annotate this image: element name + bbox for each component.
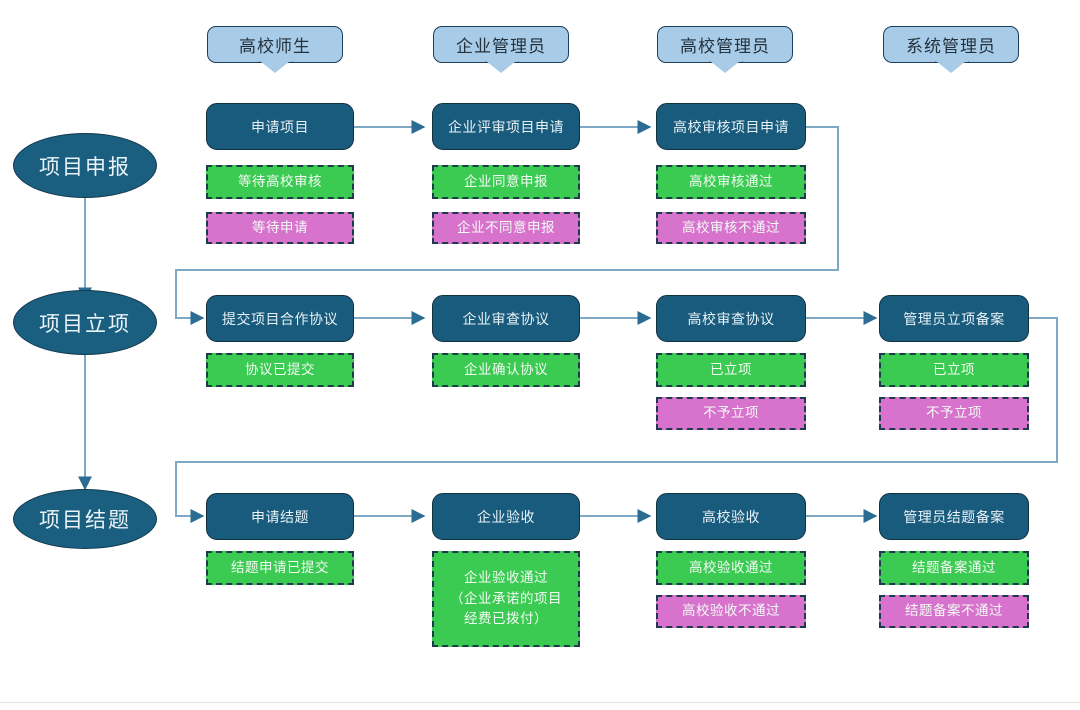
status-box-r1c1-0[interactable]: 企业确认协议	[432, 353, 580, 387]
status-label: 企业同意申报	[464, 173, 548, 189]
status-label: 企业验收通过 （企业承诺的项目 经费已拨付）	[450, 569, 562, 627]
status-box-r0c2-0[interactable]: 高校审核通过	[656, 165, 806, 199]
status-box-r0c0-0[interactable]: 等待高校审核	[206, 165, 354, 199]
process-label: 高校审核项目申请	[673, 118, 789, 135]
process-label: 高校验收	[702, 508, 760, 525]
status-box-r2c2-1[interactable]: 高校验收不通过	[656, 595, 806, 628]
status-box-r0c2-1[interactable]: 高校审核不通过	[656, 212, 806, 244]
role-header-2: 高校管理员	[657, 26, 793, 75]
status-label: 协议已提交	[245, 361, 315, 377]
process-label: 企业验收	[477, 508, 535, 525]
status-box-r2c3-0[interactable]: 结题备案通过	[879, 551, 1029, 585]
stage-node-0: 项目申报	[13, 133, 157, 198]
status-label: 高校审核通过	[689, 173, 773, 189]
status-label: 已立项	[710, 361, 752, 377]
status-box-r2c3-1[interactable]: 结题备案不通过	[879, 595, 1029, 628]
status-box-r0c1-1[interactable]: 企业不同意申报	[432, 212, 580, 244]
status-label: 高校验收不通过	[682, 603, 780, 619]
process-box-r2c3[interactable]: 管理员结题备案	[879, 493, 1029, 540]
process-box-r2c0[interactable]: 申请结题	[206, 493, 354, 540]
status-box-r0c1-0[interactable]: 企业同意申报	[432, 165, 580, 199]
process-label: 申请结题	[251, 508, 309, 525]
process-label: 高校审查协议	[687, 310, 775, 327]
process-label: 提交项目合作协议	[222, 310, 338, 327]
status-label: 企业确认协议	[464, 361, 548, 377]
process-box-r1c0[interactable]: 提交项目合作协议	[206, 295, 354, 342]
status-label: 高校审核不通过	[682, 219, 780, 235]
process-box-r1c3[interactable]: 管理员立项备案	[879, 295, 1029, 342]
stage-node-2: 项目结题	[13, 489, 157, 549]
status-label: 已立项	[933, 361, 975, 377]
bubble-tail-outline-icon	[709, 61, 743, 75]
status-label: 结题申请已提交	[231, 559, 329, 575]
stage-node-1: 项目立项	[13, 290, 157, 355]
bubble-tail-outline-icon	[485, 61, 519, 75]
process-box-r2c2[interactable]: 高校验收	[656, 493, 806, 540]
process-label: 申请项目	[251, 118, 309, 135]
process-label: 管理员结题备案	[903, 508, 1005, 525]
role-header-label: 系统管理员	[906, 37, 996, 56]
status-label: 等待高校审核	[238, 173, 322, 189]
stage-label: 项目结题	[39, 509, 131, 532]
process-box-r2c1[interactable]: 企业验收	[432, 493, 580, 540]
role-header-1: 企业管理员	[433, 26, 569, 75]
process-box-r0c2[interactable]: 高校审核项目申请	[656, 103, 806, 150]
role-header-label: 企业管理员	[456, 37, 546, 56]
process-label: 企业评审项目申请	[448, 118, 564, 135]
status-box-r1c0-0[interactable]: 协议已提交	[206, 353, 354, 387]
process-box-r1c2[interactable]: 高校审查协议	[656, 295, 806, 342]
bubble-tail-outline-icon	[935, 61, 969, 75]
process-label: 管理员立项备案	[903, 310, 1005, 327]
status-label: 高校验收通过	[689, 559, 773, 575]
status-box-r0c0-1[interactable]: 等待申请	[206, 212, 354, 244]
role-header-3: 系统管理员	[883, 26, 1019, 75]
stage-label: 项目申报	[39, 155, 131, 179]
status-label: 企业不同意申报	[457, 219, 555, 235]
process-box-r0c1[interactable]: 企业评审项目申请	[432, 103, 580, 150]
status-label: 结题备案不通过	[905, 603, 1003, 619]
status-box-r1c3-0[interactable]: 已立项	[879, 353, 1029, 387]
bottom-divider	[0, 702, 1080, 703]
process-box-r0c0[interactable]: 申请项目	[206, 103, 354, 150]
status-box-r2c0-0[interactable]: 结题申请已提交	[206, 551, 354, 585]
status-box-r1c2-1[interactable]: 不予立项	[656, 397, 806, 430]
status-label: 结题备案通过	[912, 559, 996, 575]
role-header-label: 高校师生	[239, 37, 311, 56]
stage-label: 项目立项	[39, 312, 131, 336]
process-box-r1c1[interactable]: 企业审查协议	[432, 295, 580, 342]
role-header-label: 高校管理员	[680, 37, 770, 56]
bubble-tail-outline-icon	[259, 61, 293, 75]
status-box-r1c3-1[interactable]: 不予立项	[879, 397, 1029, 430]
process-label: 企业审查协议	[462, 310, 550, 327]
status-box-r1c2-0[interactable]: 已立项	[656, 353, 806, 387]
status-box-r2c2-0[interactable]: 高校验收通过	[656, 551, 806, 585]
role-header-0: 高校师生	[207, 26, 343, 75]
status-box-r2c1-0[interactable]: 企业验收通过 （企业承诺的项目 经费已拨付）	[432, 551, 580, 647]
status-label: 不予立项	[926, 405, 982, 421]
status-label: 等待申请	[252, 219, 308, 235]
status-label: 不予立项	[703, 405, 759, 421]
